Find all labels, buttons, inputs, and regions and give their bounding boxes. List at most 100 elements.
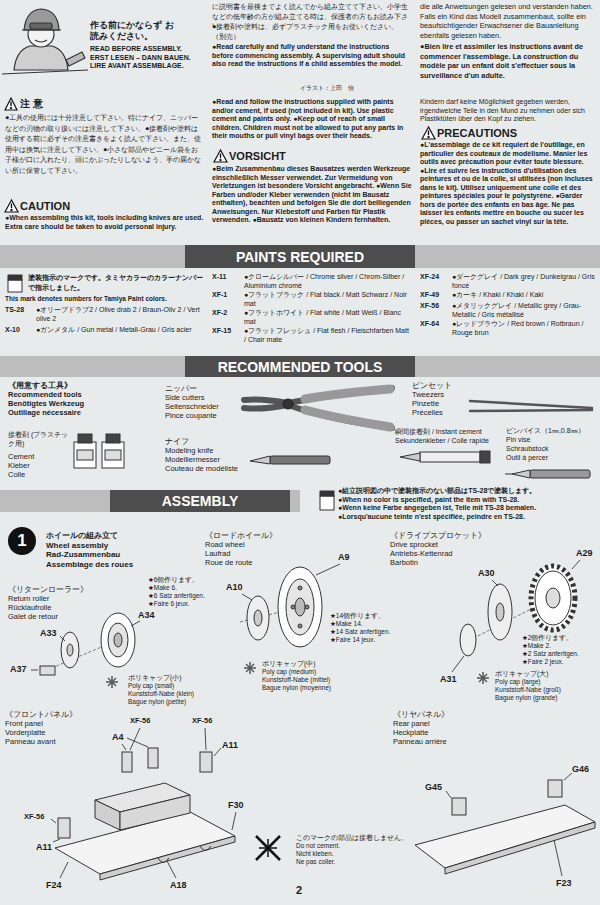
- caution-heading: PRECAUTIONS: [437, 127, 517, 139]
- step-title: Wheel assembly: [46, 541, 108, 551]
- paint-code: XF-56: [420, 302, 439, 311]
- part-group-title: Drive sprocket: [390, 540, 438, 549]
- caution-heading: VORSICHT: [229, 150, 286, 162]
- paint-note: 塗装指示のマークです。タミヤカラーのカラーナンバーで指示しました。: [28, 273, 203, 292]
- part-number: A34: [138, 610, 155, 620]
- notice-text: die alle Anweisungen gelesen und verstan…: [420, 2, 598, 40]
- part-group-title: 《ドライブスプロケット》: [390, 531, 486, 540]
- part-number: A18: [170, 880, 187, 890]
- tool-label: Outil à percer: [506, 453, 548, 462]
- part-group-title: Vorderplatte: [5, 728, 45, 737]
- part-group-title: Barbotin: [390, 558, 418, 567]
- paint-code: XF-15: [212, 327, 231, 336]
- step-title: Rad-Zusammenbau: [46, 550, 120, 560]
- polycap-label: Bague nylon (grande): [495, 694, 558, 702]
- tool-label: Modeling knife: [165, 446, 213, 455]
- part-group-title: Antriebs-Kettenrad: [390, 549, 453, 558]
- notice-heading: READ BEFORE ASSEMBLY.: [90, 45, 182, 54]
- polycap-label: Poly cap (large): [495, 678, 541, 686]
- part-group-title: 《リターンローラー》: [8, 585, 88, 594]
- paint-note: ●When no color is specified, paint the i…: [338, 496, 519, 505]
- part-number: A30: [478, 568, 495, 578]
- part-number: A31: [440, 674, 457, 684]
- caution-text: ●Read and follow the instructions suppli…: [212, 98, 412, 141]
- quantity-note: ★14個作ります。: [330, 612, 385, 620]
- paint-code: XF-49: [420, 291, 439, 300]
- part-group-title: Galet de retour: [8, 612, 58, 621]
- part-number: A10: [226, 582, 243, 592]
- tools-heading: Outillage nécessaire: [8, 408, 81, 417]
- tool-label: Cement: [8, 452, 34, 461]
- tool-label: Colle: [8, 470, 25, 479]
- tool-label: Schraubstock: [506, 444, 548, 453]
- section-band: ASSEMBLY: [110, 490, 290, 512]
- paint-code: X-10: [5, 326, 20, 335]
- part-group-title: Front panel: [5, 719, 43, 728]
- knife-drawing: [250, 456, 330, 464]
- paint-code: XF-56: [192, 716, 212, 725]
- part-number: A11: [222, 740, 238, 750]
- tool-label: Sekundenkleber / Colle rapide: [395, 436, 489, 445]
- polycap-label: Kunststoff-Nabe (mittel): [262, 676, 330, 684]
- paint-code: XF-64: [420, 320, 439, 329]
- tool-label: 瞬間接着剤 / Instant cement: [395, 427, 482, 436]
- notice-text: ●Bien lire et assimiler les instructions…: [420, 42, 598, 80]
- polycap-label: ポリキャップ(小): [128, 674, 181, 682]
- paint-name: ●フラットフレッシュ / Flat flesh / Fleischfarben …: [244, 327, 409, 344]
- part-group-title: Road wheel: [205, 540, 245, 549]
- quantity-note: ★Make 6.: [148, 584, 177, 592]
- tool-label: Seitenschneider: [165, 402, 219, 411]
- caution-text: ●L'assemblage de ce kit requiert de l'ou…: [420, 141, 598, 226]
- polycap-label: Bague nylon (moyenne): [262, 684, 331, 692]
- tools-heading: 《用意する工具》: [8, 381, 72, 390]
- notice-heading: 作る前にかならず お読みください。: [90, 20, 178, 42]
- node-text: RECOMMENDED TOOLS: [218, 359, 383, 375]
- node-text: 1: [17, 531, 26, 551]
- polycap-label: Poly cap (small): [128, 682, 174, 690]
- quantity-note: ★Make 14.: [330, 620, 363, 628]
- paint-name: ●メタリックグレイ / Metallic grey / Grau-Metalli…: [452, 302, 598, 319]
- sprocket-drawing: [460, 566, 575, 656]
- node-text: PAINTS REQUIRED: [236, 249, 364, 265]
- paint-code: XF-56: [24, 812, 44, 821]
- polycap-label: Kunststoff-Nabe (klein): [128, 690, 194, 698]
- section-band: RECOMMENDED TOOLS: [185, 356, 415, 377]
- part-number: F24: [46, 880, 62, 890]
- tools-heading: Recommended tools: [8, 390, 82, 399]
- part-group-title: Panneau avant: [5, 737, 55, 746]
- notice-text: ●Read carefully and fully understand the…: [212, 43, 412, 69]
- paint-note: This mark denotes numbers for Tamiya Pai…: [5, 295, 205, 303]
- no-cement-icon: [256, 836, 280, 860]
- part-group-title: 《リヤパネル》: [393, 710, 449, 719]
- paint-code: XF-2: [212, 309, 227, 318]
- paint-code: X-11: [212, 273, 226, 282]
- paint-code: XF-1: [212, 291, 227, 300]
- caution-text: ●When assembling this kit, tools includi…: [5, 214, 205, 231]
- paint-name: ●ガンメタル / Gun metal / Metall-Grau / Gris …: [36, 326, 204, 335]
- part-number: A9: [338, 552, 350, 562]
- road-wheel-drawing: [240, 567, 322, 647]
- quantity-note: ★6 Satz anfertigen.: [148, 592, 205, 600]
- rear-panel-drawing: [415, 780, 595, 874]
- quantity-note: ★6個作ります。: [148, 576, 199, 584]
- notice-heading: LIRE AVANT ASSEMBLAGE.: [90, 62, 184, 71]
- part-number: F23: [556, 878, 572, 888]
- section-band: PAINTS REQUIRED: [185, 245, 415, 268]
- tool-label: ピンセット: [412, 381, 452, 390]
- paint-note: ●組立説明図の中で塗装指示のない部品はTS-28で塗装します。: [338, 487, 536, 496]
- page-number: 2: [296, 884, 302, 896]
- paint-note: ●Wenn keine Farbe angegeben ist, Teile m…: [338, 504, 536, 513]
- quantity-note: ★Faire 2 jeux.: [522, 658, 564, 666]
- part-number: G46: [572, 764, 589, 774]
- mascot-illustration: [2, 9, 88, 74]
- part-group-title: 《フロントパネル》: [5, 710, 77, 719]
- paint-name: ●レッドブラウン / Red brown / Rotbraun / Rouge …: [452, 320, 598, 337]
- leader-line: [31, 560, 580, 878]
- polycap-label: Bague nylon (petite): [128, 698, 186, 706]
- part-number: G45: [425, 782, 442, 792]
- tool-label: Side cutters: [165, 393, 205, 402]
- tool-label: Précelles: [412, 408, 443, 417]
- note-text: Ne pas coller.: [296, 858, 335, 866]
- polycap-label: Poly cap (medium): [262, 668, 316, 676]
